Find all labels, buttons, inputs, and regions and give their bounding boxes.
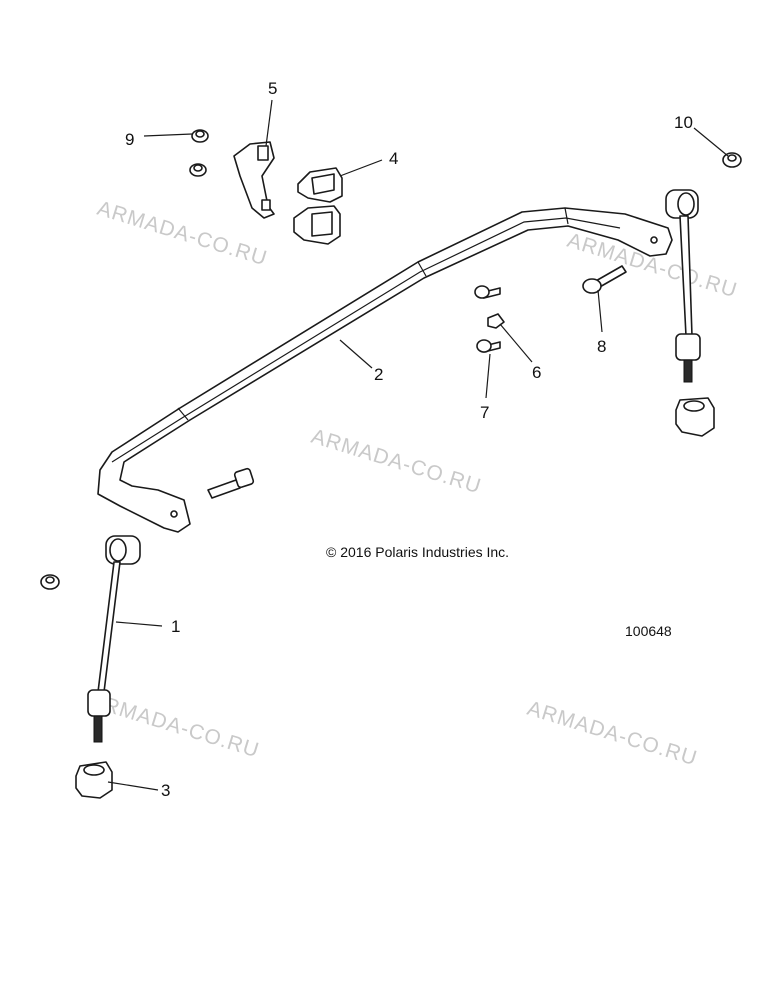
nut-9b [189, 163, 207, 177]
callout-2: 2 [374, 365, 383, 384]
rivet-7 [476, 339, 501, 353]
watermark-3: ARMADA-CO.RU [309, 425, 485, 499]
nut-10 [722, 152, 742, 168]
callout-5: 5 [268, 79, 277, 98]
callout-labels: 1 2 3 4 5 6 7 8 9 10 [125, 79, 693, 800]
nut-9 [191, 129, 209, 143]
watermark-1: ARMADA-CO.RU [95, 197, 271, 271]
callout-7: 7 [480, 403, 489, 422]
stabilizer-bar [97, 207, 673, 533]
bolt-left [207, 467, 255, 499]
watermark-4: ARMADA-CO.RU [87, 689, 263, 763]
bolt-8 [582, 265, 627, 294]
callout-6: 6 [532, 363, 541, 382]
end-link-left [87, 535, 141, 743]
callout-3: 3 [161, 781, 170, 800]
leader-lines [107, 99, 729, 791]
rivet-top [474, 285, 501, 299]
callout-1: 1 [171, 617, 180, 636]
callout-4: 4 [389, 149, 398, 168]
bushing-left [75, 761, 113, 799]
bar-clamp [233, 141, 275, 219]
watermark-5: ARMADA-CO.RU [525, 697, 701, 771]
end-link-right [665, 189, 701, 383]
bushing-right [675, 397, 715, 437]
bar-bushing [293, 167, 343, 245]
callout-9: 9 [125, 130, 134, 149]
diagram-id: 100648 [625, 623, 672, 639]
nut-left [40, 574, 60, 590]
bar-body [97, 207, 673, 533]
copyright-text: © 2016 Polaris Industries Inc. [326, 544, 509, 560]
callout-10: 10 [674, 113, 693, 132]
callout-8: 8 [597, 337, 606, 356]
